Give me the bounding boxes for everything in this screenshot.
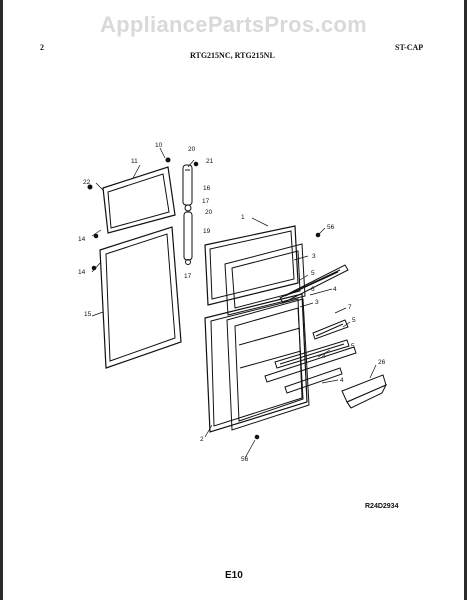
watermark: AppliancePartsPros.com: [99, 12, 368, 37]
callout-5: 5: [311, 270, 315, 277]
fresh-food-gasket: [204, 293, 308, 433]
callout-6: 6: [311, 286, 315, 293]
callout-4: 4: [340, 377, 344, 384]
callout-20: 20: [188, 146, 196, 153]
right-border: [464, 0, 467, 600]
leader-lines: [91, 147, 377, 459]
model-numbers: RTG215NC, RTG215NL: [190, 51, 275, 60]
document-code: ST-CAP: [395, 43, 424, 52]
shelf-4: [284, 367, 343, 394]
callout-14: 14: [78, 236, 86, 243]
fresh-food-liner: [226, 298, 310, 431]
callout-7: 7: [348, 304, 352, 311]
handle-parts: [182, 164, 193, 265]
shelf-5a: [274, 339, 350, 369]
callout-14: 14: [78, 269, 86, 276]
callout-56: 56: [327, 224, 335, 231]
freezer-shelf: [279, 264, 349, 304]
callout-5: 5: [352, 317, 356, 324]
callout-2: 2: [200, 436, 204, 443]
callout-16: 16: [203, 185, 211, 192]
callout-1: 1: [241, 214, 245, 221]
freezer-gasket: [204, 225, 299, 306]
callout-22: 22: [83, 179, 91, 186]
shelf-7: [312, 319, 349, 340]
callout-3: 3: [315, 299, 319, 306]
shelf-5b: [264, 346, 357, 383]
reference-code: R24D2934: [365, 503, 399, 510]
fresh-food-door-outer: [99, 226, 182, 369]
callout-11: 11: [131, 158, 138, 165]
callout-56: 56: [241, 456, 249, 463]
left-border: [0, 0, 3, 600]
callout-15: 15: [84, 311, 92, 318]
page-code: E10: [225, 570, 243, 581]
callout-4: 4: [322, 353, 326, 360]
callout-26: 26: [378, 359, 386, 366]
callout-5: 5: [351, 343, 355, 350]
callout-21: 21: [206, 158, 214, 165]
page-number: 2: [40, 43, 44, 52]
callout-10: 10: [155, 142, 163, 149]
callout-17: 17: [184, 273, 192, 280]
callout-4: 4: [333, 286, 337, 293]
freezer-liner: [224, 243, 306, 316]
screw-22: [87, 184, 93, 190]
callout-17: 17: [202, 198, 210, 205]
callout-3: 3: [312, 253, 316, 260]
callout-20: 20: [205, 209, 213, 216]
dairy-tray: [341, 374, 388, 409]
callout-19: 19: [203, 228, 211, 235]
freezer-door-outer: [102, 166, 176, 234]
